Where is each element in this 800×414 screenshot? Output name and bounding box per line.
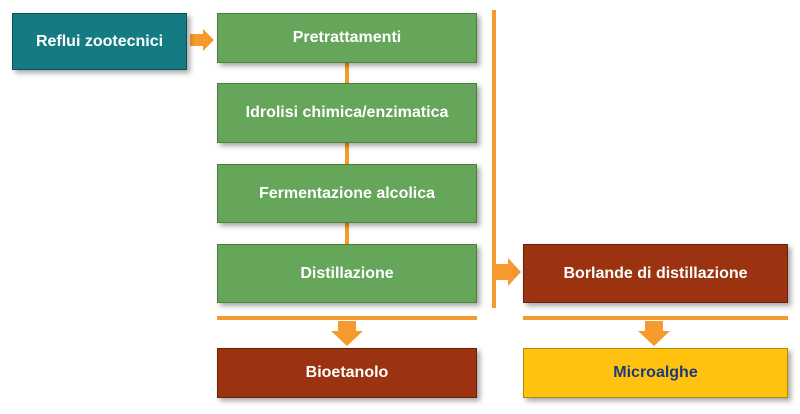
arrow-input-to-pretreatment [190, 29, 214, 51]
node-fermentazione: Fermentazione alcolica [217, 164, 477, 223]
arrow-down-to-microalgae [638, 321, 670, 346]
node-distillazione: Distillazione [217, 244, 477, 303]
node-label: Bioetanolo [305, 364, 389, 381]
arrow-down-to-bioethanol [331, 321, 363, 346]
node-microalghe: Microalghe [523, 348, 788, 398]
node-label: Distillazione [300, 264, 394, 282]
node-label: Idrolisi chimica/enzimatica [245, 104, 449, 121]
node-bioetanolo: Bioetanolo [217, 348, 477, 398]
node-label: Reflui zootecnici [35, 32, 164, 50]
arrow-to-residue [496, 258, 521, 286]
node-label: Microalghe [613, 364, 698, 381]
node-pretrattamenti: Pretrattamenti [217, 13, 477, 63]
node-label: Pretrattamenti [292, 29, 402, 46]
node-label: Fermentazione alcolica [258, 184, 436, 202]
node-borlande: Borlande di distillazione [523, 244, 788, 303]
node-label: Borlande di distillazione [563, 264, 748, 282]
node-reflui-zootecnici: Reflui zootecnici [12, 13, 187, 70]
node-idrolisi: Idrolisi chimica/enzimatica [217, 83, 477, 143]
